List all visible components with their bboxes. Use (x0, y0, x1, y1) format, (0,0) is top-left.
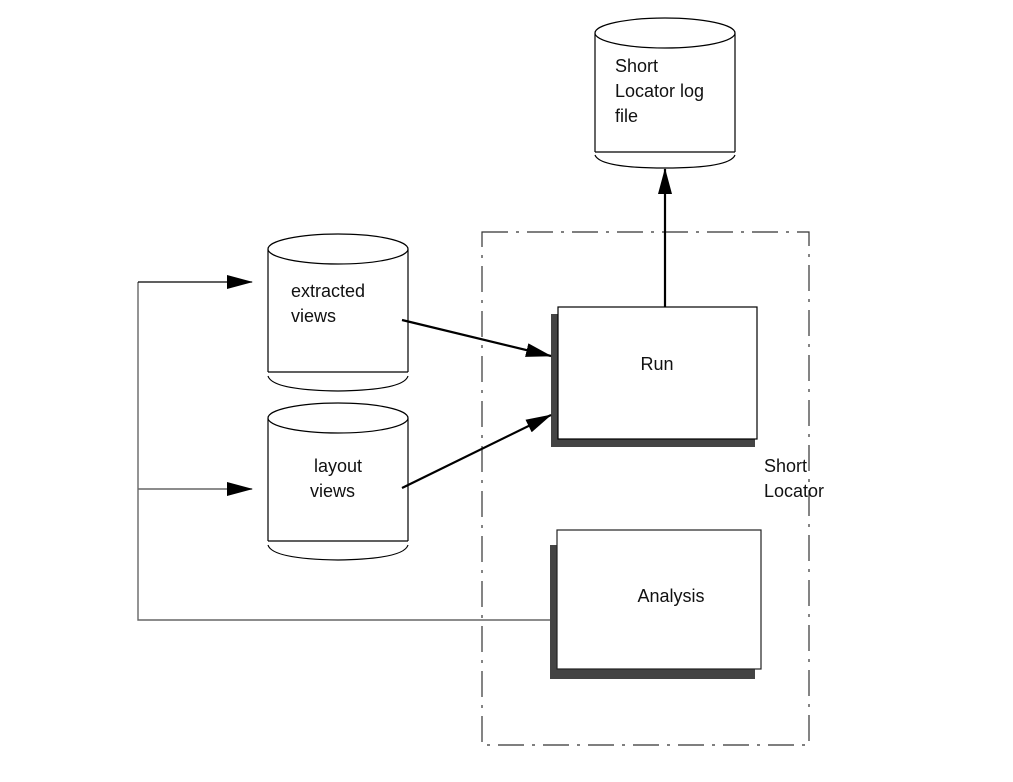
edge-analysis-feedback-path (137, 282, 550, 621)
database-label: Short Locator log file (615, 56, 709, 126)
database-label-line: layout (314, 456, 362, 476)
database-label: layout views (310, 456, 367, 501)
process-label: Run (640, 354, 673, 374)
database-label-line: Locator log (615, 81, 704, 101)
process-run[interactable]: Run (551, 306, 758, 447)
database-label: extracted views (291, 281, 370, 326)
database-extracted-views[interactable]: extracted views (267, 233, 409, 392)
process-label: Analysis (637, 586, 704, 606)
database-layout-views[interactable]: layout views (267, 402, 409, 561)
database-label-line: extracted (291, 281, 365, 301)
database-label-line: file (615, 106, 638, 126)
short-locator-group-label: Short Locator (764, 456, 824, 501)
edge-extracted-views-to-run (401, 318, 552, 358)
group-label-line: Short (764, 456, 807, 476)
edge-layout-views-to-run (401, 414, 552, 489)
database-label-line: Short (615, 56, 658, 76)
group-label-line: Locator (764, 481, 824, 501)
short-locator-group-boundary (481, 231, 810, 746)
process-analysis[interactable]: Analysis (550, 529, 762, 679)
database-label-line: views (310, 481, 355, 501)
database-label-line: views (291, 306, 336, 326)
database-log-file[interactable]: Short Locator log file (594, 17, 736, 169)
